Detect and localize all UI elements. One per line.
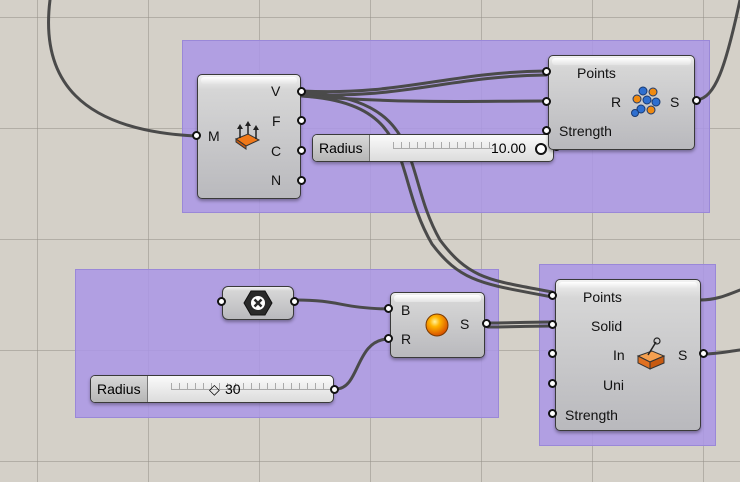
wire-mesh-input <box>47 0 197 138</box>
null-x-icon <box>243 290 273 321</box>
input-label-m: M <box>208 128 220 144</box>
grip-output-s[interactable] <box>699 349 708 358</box>
wire-null-to-b <box>294 298 390 311</box>
grip-output-f[interactable] <box>297 116 306 125</box>
wire-metaball-out <box>702 348 740 356</box>
output-label-s: S <box>678 347 688 363</box>
point-charge-component[interactable]: Points R Strength S <box>548 55 695 150</box>
sphere-icon <box>424 312 450 343</box>
null-parameter-component[interactable] <box>222 286 294 320</box>
output-label-v: V <box>271 83 281 99</box>
grip-output-s[interactable] <box>482 319 491 328</box>
output-label-s: S <box>460 316 470 332</box>
point-charges-icon <box>631 86 661 123</box>
slider-marker-icon[interactable]: ◇ <box>209 381 220 397</box>
output-label-c: C <box>271 143 282 159</box>
grip-output-n[interactable] <box>297 176 306 185</box>
sphere-component[interactable]: B R S <box>390 292 485 358</box>
wire-top-right <box>695 0 740 102</box>
metaball-component[interactable]: Points Solid In Uni Strength S <box>555 279 701 431</box>
grip-null-output[interactable] <box>290 297 299 306</box>
mesh-deconstruct-component[interactable]: M V F C N <box>197 74 301 199</box>
grip-input-solid[interactable] <box>548 320 557 329</box>
wire-v-to-metaball-b <box>300 94 554 299</box>
radius-slider-bottom[interactable]: Radius ◇ 30 <box>90 375 334 403</box>
grip-input-b[interactable] <box>384 304 393 313</box>
radius-slider-top[interactable]: Radius 10.00 <box>312 134 554 162</box>
grip-input-in[interactable] <box>548 349 557 358</box>
input-label-strength: Strength <box>565 407 618 423</box>
component-topbar <box>201 77 297 84</box>
input-label-in: In <box>613 347 625 363</box>
input-label-strength: Strength <box>559 123 612 139</box>
slider-name: Radius <box>313 135 370 161</box>
grip-output-s[interactable] <box>692 96 701 105</box>
slider-knob[interactable] <box>535 143 547 155</box>
slider-name: Radius <box>91 376 148 402</box>
slider-value: 10.00 <box>491 140 527 156</box>
slider-value: 30 <box>225 381 241 397</box>
input-label-points: Points <box>577 65 616 81</box>
wire-sphere-to-solid-b <box>486 324 554 329</box>
grip-input-strength[interactable] <box>548 409 557 418</box>
metaball-solid-icon <box>634 336 668 375</box>
grip-input-strength[interactable] <box>542 126 551 135</box>
wire-sphere-to-solid-a <box>486 320 554 325</box>
grip-input-uni[interactable] <box>548 379 557 388</box>
grip-input-points[interactable] <box>548 291 557 300</box>
component-topbar <box>552 58 691 65</box>
grip-input-points[interactable] <box>542 67 551 76</box>
wire-v-to-points-a <box>300 69 548 94</box>
input-label-b: B <box>401 302 411 318</box>
output-label-s: S <box>670 94 680 110</box>
slider-track[interactable] <box>393 142 493 149</box>
wire-slider-to-r <box>334 337 390 391</box>
input-label-solid: Solid <box>591 318 623 334</box>
grip-input-r[interactable] <box>542 97 551 106</box>
input-label-r: R <box>611 94 622 110</box>
output-label-n: N <box>271 172 282 188</box>
grip-output-c[interactable] <box>297 146 306 155</box>
grip-input-m[interactable] <box>192 131 201 140</box>
wire-metaball-out-top <box>698 288 740 302</box>
output-label-f: F <box>272 113 281 129</box>
component-topbar <box>394 295 481 302</box>
mesh-deconstruct-icon <box>232 121 262 156</box>
grip-output-v[interactable] <box>297 87 306 96</box>
input-label-uni: Uni <box>603 377 625 393</box>
wire-v-to-metaball-a <box>300 90 554 294</box>
grip-slider-bottom-output[interactable] <box>330 385 339 394</box>
grip-input-r[interactable] <box>384 334 393 343</box>
grip-null-input[interactable] <box>217 297 226 306</box>
component-topbar <box>559 282 697 289</box>
input-label-r: R <box>401 331 412 347</box>
slider-track[interactable] <box>171 383 331 390</box>
input-label-points: Points <box>583 289 622 305</box>
